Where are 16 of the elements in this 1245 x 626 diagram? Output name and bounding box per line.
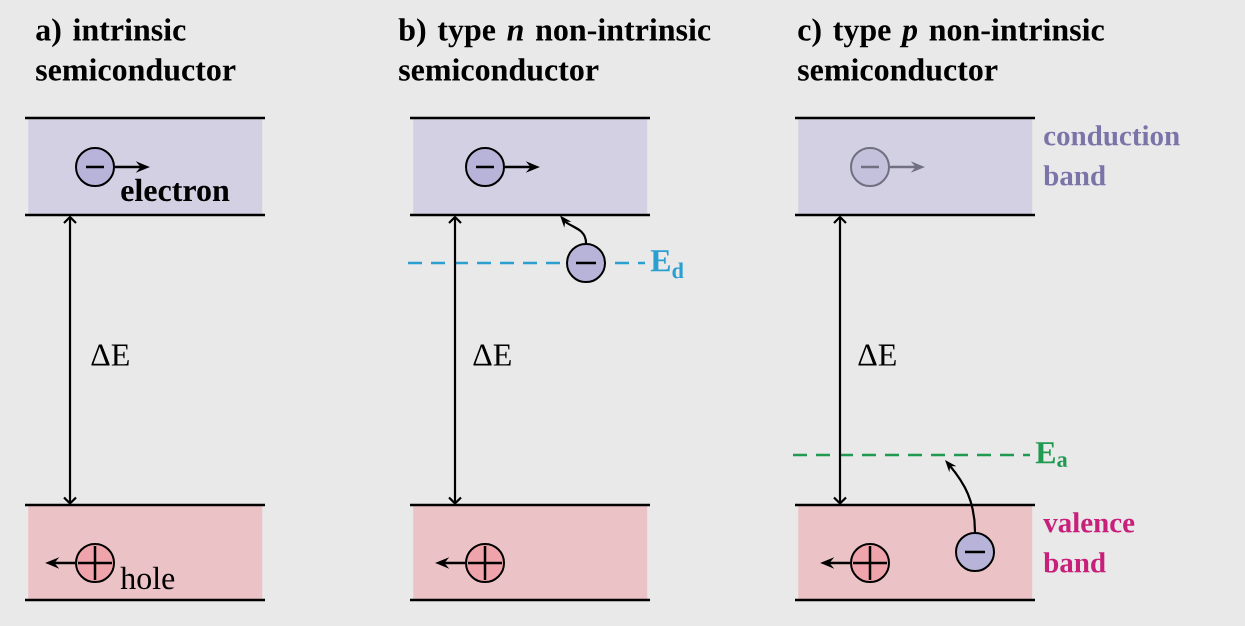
energy-band: [410, 503, 650, 602]
panel-title: a) intrinsic semiconductor: [36, 18, 236, 81]
edge-label: ΔE: [470, 342, 515, 368]
electron-symbol: [955, 532, 995, 572]
band-label: conduction band: [1043, 125, 1180, 186]
arrow: [833, 215, 847, 505]
edge-label: ΔE: [88, 342, 133, 368]
particle-label: electron: [121, 178, 230, 202]
energy-band: [410, 116, 650, 217]
edge-label: ΔE: [855, 342, 900, 368]
band-label: valence band: [1043, 512, 1135, 573]
level-label: E$_{d}$: [650, 250, 684, 279]
arrow: [63, 215, 77, 505]
arrow: [448, 215, 462, 505]
electron-symbol: [566, 243, 606, 283]
particle-label: hole: [120, 566, 175, 590]
